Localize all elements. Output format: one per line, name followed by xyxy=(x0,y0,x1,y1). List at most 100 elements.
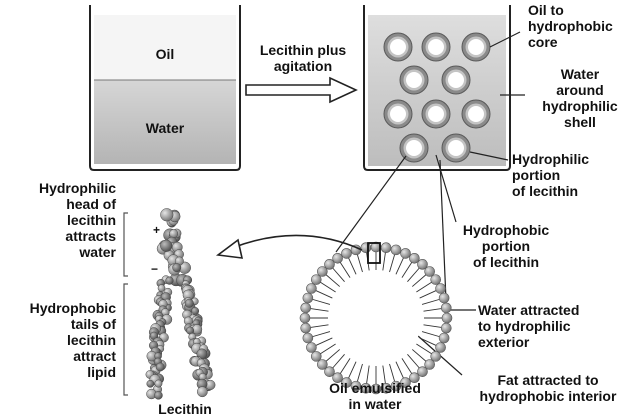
lipid-tail xyxy=(401,358,413,375)
droplet-core xyxy=(390,39,406,55)
lipid-head xyxy=(317,359,328,370)
droplet-core xyxy=(428,39,444,55)
oil-label: Oil xyxy=(155,46,175,62)
lipid-head xyxy=(302,332,314,344)
lipid-head xyxy=(409,372,420,384)
atom xyxy=(154,379,163,388)
lipid-tail xyxy=(339,358,351,375)
lipid-head xyxy=(302,292,314,304)
lipid-tail xyxy=(421,331,441,338)
atom xyxy=(155,362,165,372)
lipid-tail xyxy=(309,324,329,328)
lipid-head xyxy=(424,266,435,277)
lipid-head xyxy=(440,322,452,334)
lipid-head xyxy=(400,248,411,259)
lipid-tail xyxy=(416,281,433,293)
lipid-head xyxy=(441,312,453,324)
lipid-head xyxy=(360,382,372,394)
lipid-head xyxy=(430,274,442,285)
zoom-line-right xyxy=(439,159,447,301)
atom xyxy=(184,298,194,308)
lipid-tail xyxy=(325,349,341,363)
lipid-head xyxy=(390,244,402,256)
droplet-core xyxy=(468,106,484,122)
lipid-tail xyxy=(411,349,427,363)
lipid-tail xyxy=(356,253,363,273)
lipid-tail xyxy=(423,324,443,328)
droplet-core xyxy=(390,106,406,122)
lipid-tail xyxy=(309,308,329,312)
lipid-tail xyxy=(347,361,357,380)
droplet-core xyxy=(448,72,464,88)
atom xyxy=(172,263,182,273)
zoom-line-left xyxy=(335,155,407,253)
lipid-head xyxy=(435,283,446,294)
lipid-tail xyxy=(395,361,405,380)
atom xyxy=(146,379,155,388)
water-layer xyxy=(94,80,236,164)
lipid-head xyxy=(350,380,362,392)
large-micelle xyxy=(299,241,453,395)
lipid-head xyxy=(409,252,420,264)
atom xyxy=(160,208,174,222)
lipid-head xyxy=(324,366,335,377)
lipid-tail xyxy=(325,273,341,287)
lipid-head xyxy=(438,292,450,304)
lipid-head xyxy=(306,283,317,294)
lipid-tail xyxy=(423,308,443,312)
lipid-tail xyxy=(419,289,438,299)
lipid-head xyxy=(400,377,411,388)
lipid-head xyxy=(332,252,343,264)
lipid-tail xyxy=(319,281,336,293)
lipid-tail xyxy=(366,365,370,385)
atom xyxy=(154,391,163,400)
lipid-tail xyxy=(356,363,363,383)
lecithin-molecule xyxy=(145,208,216,400)
charge-plus: + xyxy=(153,223,160,237)
oil-droplets xyxy=(383,32,491,163)
droplet-core xyxy=(448,140,464,156)
bracket-head xyxy=(123,212,128,277)
lipid-tail xyxy=(319,343,336,355)
lipid-tail xyxy=(347,256,357,275)
lipid-head xyxy=(438,332,450,344)
atom xyxy=(196,386,208,398)
lipid-head xyxy=(310,351,322,362)
lipid-tail xyxy=(395,256,405,275)
lipid-head xyxy=(310,274,322,285)
atom xyxy=(160,239,173,252)
droplet-core xyxy=(406,140,422,156)
atom xyxy=(165,276,174,285)
curved-arrow-head xyxy=(215,238,244,259)
curved-arrow xyxy=(231,234,363,251)
lipid-head xyxy=(430,351,442,362)
beaker-outline xyxy=(89,5,241,171)
atom xyxy=(169,229,179,239)
lipid-head xyxy=(300,302,312,314)
oil-layer xyxy=(94,15,236,80)
lecithin-label: Lecithin xyxy=(158,401,212,417)
lipid-tail xyxy=(419,337,438,347)
lipid-tail xyxy=(421,298,441,305)
lipid-head xyxy=(380,242,392,254)
lipid-head xyxy=(324,259,335,270)
lipid-tail xyxy=(331,267,345,283)
emulsion-beaker xyxy=(363,5,511,171)
lipid-tail xyxy=(411,273,427,287)
process-arrow xyxy=(245,76,358,104)
lipid-tail xyxy=(331,353,345,369)
pointer-hydrophilic xyxy=(469,151,509,161)
lipid-head xyxy=(306,342,317,353)
lipid-head xyxy=(435,342,446,353)
charge-minus: − xyxy=(151,262,158,276)
bracket-tails xyxy=(123,283,128,396)
lipid-head xyxy=(417,366,428,377)
lipid-tail xyxy=(382,251,386,271)
